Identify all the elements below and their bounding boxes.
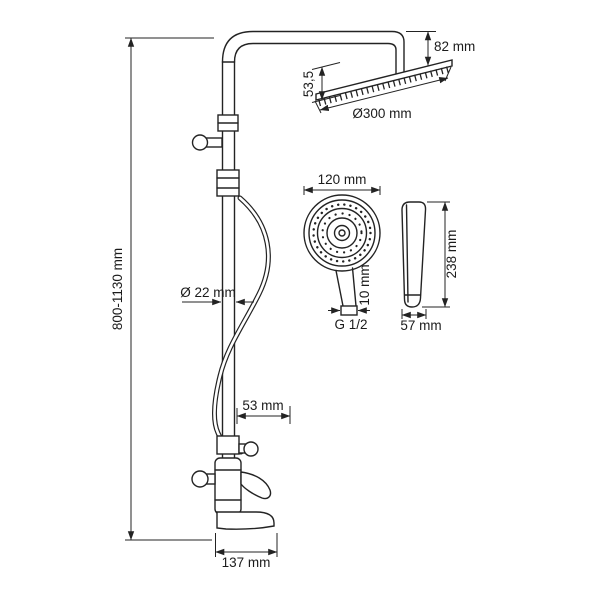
pipe-collar [217,114,239,132]
bracket-offset-label: 53 mm [242,398,283,413]
dim-hand-shower-length: 238 mm [422,201,459,308]
mixer-body [214,457,242,515]
dim-handle-diameter: 10 mm [328,264,372,314]
dim-head-offset: 82 mm [406,31,475,66]
spray-face-hatching [318,65,451,107]
spout-length-label: 137 mm [222,555,271,570]
dim-hand-shower-width: 57 mm [400,309,442,333]
head-depth-label: 53,5 [301,71,316,97]
wall-bracket-knob [191,134,223,151]
dim-head-depth: 53,5 [301,62,341,103]
pipe-coupling [216,169,240,197]
thread-label: G 1/2 [334,317,367,332]
pipe-diameter-label: Ø 22 mm [180,285,236,300]
hand-shower-side-view [401,201,427,308]
dim-spout-length: 137 mm [215,533,278,570]
side-height-label: 238 mm [444,230,459,279]
bath-spout [216,511,275,530]
height-range-label: 800-1130 mm [110,248,125,330]
dim-overall-height: 800-1130 mm [110,37,214,541]
mixer-lever [240,471,272,500]
head-offset-label: 82 mm [434,39,475,54]
head-diameter-label: Ø300 mm [352,106,411,121]
top-arm-pipe [221,30,405,75]
dim-head-diameter: Ø300 mm [314,66,452,121]
side-width-label: 57 mm [400,318,441,333]
dim-hand-shower-diameter: 120 mm [303,172,381,195]
hand-shower-handle [335,267,358,316]
mixer-left-knob [191,470,216,488]
handle-diameter-label: 10 mm [357,264,372,305]
spray-nozzle-ring-outer [312,203,372,263]
hand-shower-front-view [303,194,381,316]
dim-bracket-offset: 53 mm [236,398,291,424]
diverter-valve [216,435,259,457]
front-width-label: 120 mm [318,172,367,187]
dim-pipe-diameter: Ø 22 mm [180,285,254,306]
spray-nozzle-ring-inner [321,212,363,254]
